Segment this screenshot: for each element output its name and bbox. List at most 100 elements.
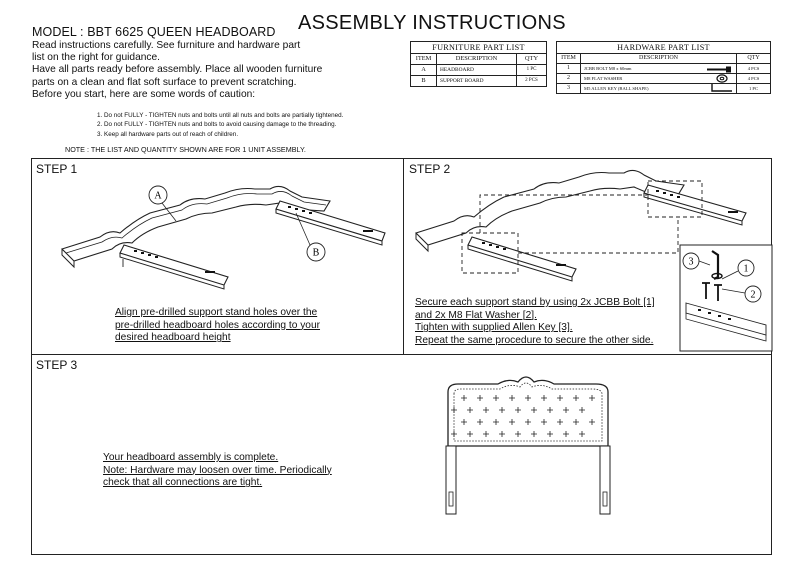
step-divider (403, 158, 404, 355)
tuft-mark (541, 395, 547, 401)
intro-line: parts on a clean and flat soft surface t… (32, 76, 297, 88)
description-cell: M5 ALLEN KEY (BALL SHAPE) (584, 86, 649, 91)
instruction-line: Your headboard assembly is complete. (103, 452, 279, 463)
description-cell: SUPPORT BOARD (436, 75, 517, 87)
instruction-line: pre-drilled headboard holes according to… (115, 319, 321, 331)
tuft-mark (547, 431, 553, 437)
instruction-line: Secure each support stand by using 2x JC… (415, 297, 655, 308)
caution-item: 3. Keep all hardware parts out of reach … (97, 130, 239, 138)
tuft-mark (509, 419, 515, 425)
page-title: ASSEMBLY INSTRUCTIONS (298, 12, 566, 34)
step-3-instructions: Your headboard assembly is complete. Not… (103, 452, 332, 490)
tuft-mark (509, 395, 515, 401)
tuft-mark (483, 407, 489, 413)
tuft-mark (557, 419, 563, 425)
tuft-mark (541, 419, 547, 425)
model-label: MODEL : BBT 6625 QUEEN HEADBOARD (32, 25, 276, 39)
column-header: DESCRIPTION (436, 53, 517, 65)
item-cell: 1 (556, 63, 581, 74)
allen-key-icon (711, 84, 732, 92)
quantity-note: NOTE : THE LIST AND QUANTITY SHOWN ARE F… (65, 145, 306, 154)
description-cell: HEADBOARD (436, 64, 517, 76)
tuft-mark (563, 431, 569, 437)
column-header: ITEM (556, 53, 581, 64)
table-row: 1 JCBB BOLT M8 x 60mm 4 PCS (556, 63, 771, 74)
tuft-mark (461, 395, 467, 401)
intro-line: Read instructions carefully. See furnitu… (32, 40, 301, 51)
column-header: QTY (736, 53, 771, 64)
instruction-line: desired headboard height (115, 332, 231, 344)
tuft-mark (563, 407, 569, 413)
step-divider (31, 354, 772, 355)
tuft-mark (493, 395, 499, 401)
caution-item: 1. Do not FULLY - TIGHTEN nuts and bolts… (97, 112, 344, 119)
callout-3: 3 (689, 257, 694, 268)
description-cell: JCBB BOLT M8 x 60mm (584, 66, 632, 71)
table-row: 2 M8 FLAT WASHER 4 PCS (556, 73, 771, 84)
qty-cell: 1 PC (736, 83, 771, 94)
washer-icon (716, 74, 728, 83)
step-1-instructions: Align pre-drilled support stand holes ov… (115, 307, 320, 345)
tuft-mark (477, 419, 483, 425)
intro-text: Read instructions carefully. See furnitu… (32, 40, 332, 101)
instruction-line: Tighten with supplied Allen Key [3]. (415, 322, 573, 334)
qty-cell: 2 PCS (516, 75, 547, 87)
step-3-illustration (445, 376, 611, 515)
callout-2: 2 (751, 290, 756, 301)
steps-frame (31, 158, 772, 555)
tuft-mark (483, 431, 489, 437)
step-2-instructions: Secure each support stand by using 2x JC… (415, 297, 655, 347)
tuft-mark (589, 419, 595, 425)
instruction-line: and 2x M8 Flat Washer [2]. (415, 309, 537, 321)
tuft-mark (525, 419, 531, 425)
hardware-part-list: HARDWARE PART LIST ITEM DESCRIPTION QTY … (556, 41, 771, 94)
column-header: QTY (516, 53, 547, 65)
tuft-mark (499, 431, 505, 437)
tuft-mark (477, 395, 483, 401)
item-cell: 3 (556, 83, 581, 94)
instruction-line: Note: Hardware may loosen over time. Per… (103, 464, 332, 476)
tuft-mark (579, 431, 585, 437)
tuft-mark (499, 407, 505, 413)
step-3-label: STEP 3 (36, 358, 78, 372)
tuft-mark (525, 395, 531, 401)
qty-cell: 1 PC (516, 64, 547, 76)
intro-line: Have all parts ready before assembly. Pl… (32, 64, 323, 76)
instruction-line: check that all connections are tight. (103, 477, 263, 489)
tuft-mark (493, 419, 499, 425)
qty-cell: 4 PCS (736, 73, 771, 84)
item-cell: A (410, 64, 437, 76)
qty-cell: 4 PCS (736, 63, 771, 74)
instruction-line: Repeat the same procedure to secure the … (415, 334, 654, 346)
table-row: B SUPPORT BOARD 2 PCS (410, 75, 547, 87)
step-1-illustration: A B (60, 185, 386, 290)
tuft-mark (515, 407, 521, 413)
tuft-mark (515, 431, 521, 437)
tuft-mark (531, 407, 537, 413)
tuft-mark (573, 395, 579, 401)
intro-line: Before you start, here are some words of… (32, 88, 256, 100)
instruction-line: Align pre-drilled support stand holes ov… (115, 307, 318, 318)
callout-a: A (154, 191, 162, 202)
column-header: DESCRIPTION (580, 53, 737, 64)
tuft-mark (467, 407, 473, 413)
description-cell: M8 FLAT WASHER (584, 76, 623, 81)
callout-b: B (313, 248, 320, 259)
tuft-mark (573, 419, 579, 425)
table-row: 3 M5 ALLEN KEY (BALL SHAPE) 1 PC (556, 83, 771, 94)
intro-line: list on the right for guidance. (32, 52, 160, 64)
step-1-label: STEP 1 (36, 162, 78, 176)
tuft-mark (451, 431, 457, 437)
step-2-label: STEP 2 (409, 162, 451, 176)
hardware-list-caption: HARDWARE PART LIST (556, 41, 771, 54)
column-header: ITEM (410, 53, 437, 65)
tuft-mark (557, 395, 563, 401)
tuft-mark (547, 407, 553, 413)
furniture-list-caption: FURNITURE PART LIST (410, 41, 547, 54)
tuft-mark (589, 395, 595, 401)
item-cell: 2 (556, 73, 581, 84)
caution-item: 2. Do not FULLY - TIGHTEN nuts and bolts… (97, 121, 337, 129)
callout-1: 1 (744, 264, 749, 275)
tuft-mark (579, 407, 585, 413)
step-2-illustration: 3 1 2 (414, 169, 773, 352)
